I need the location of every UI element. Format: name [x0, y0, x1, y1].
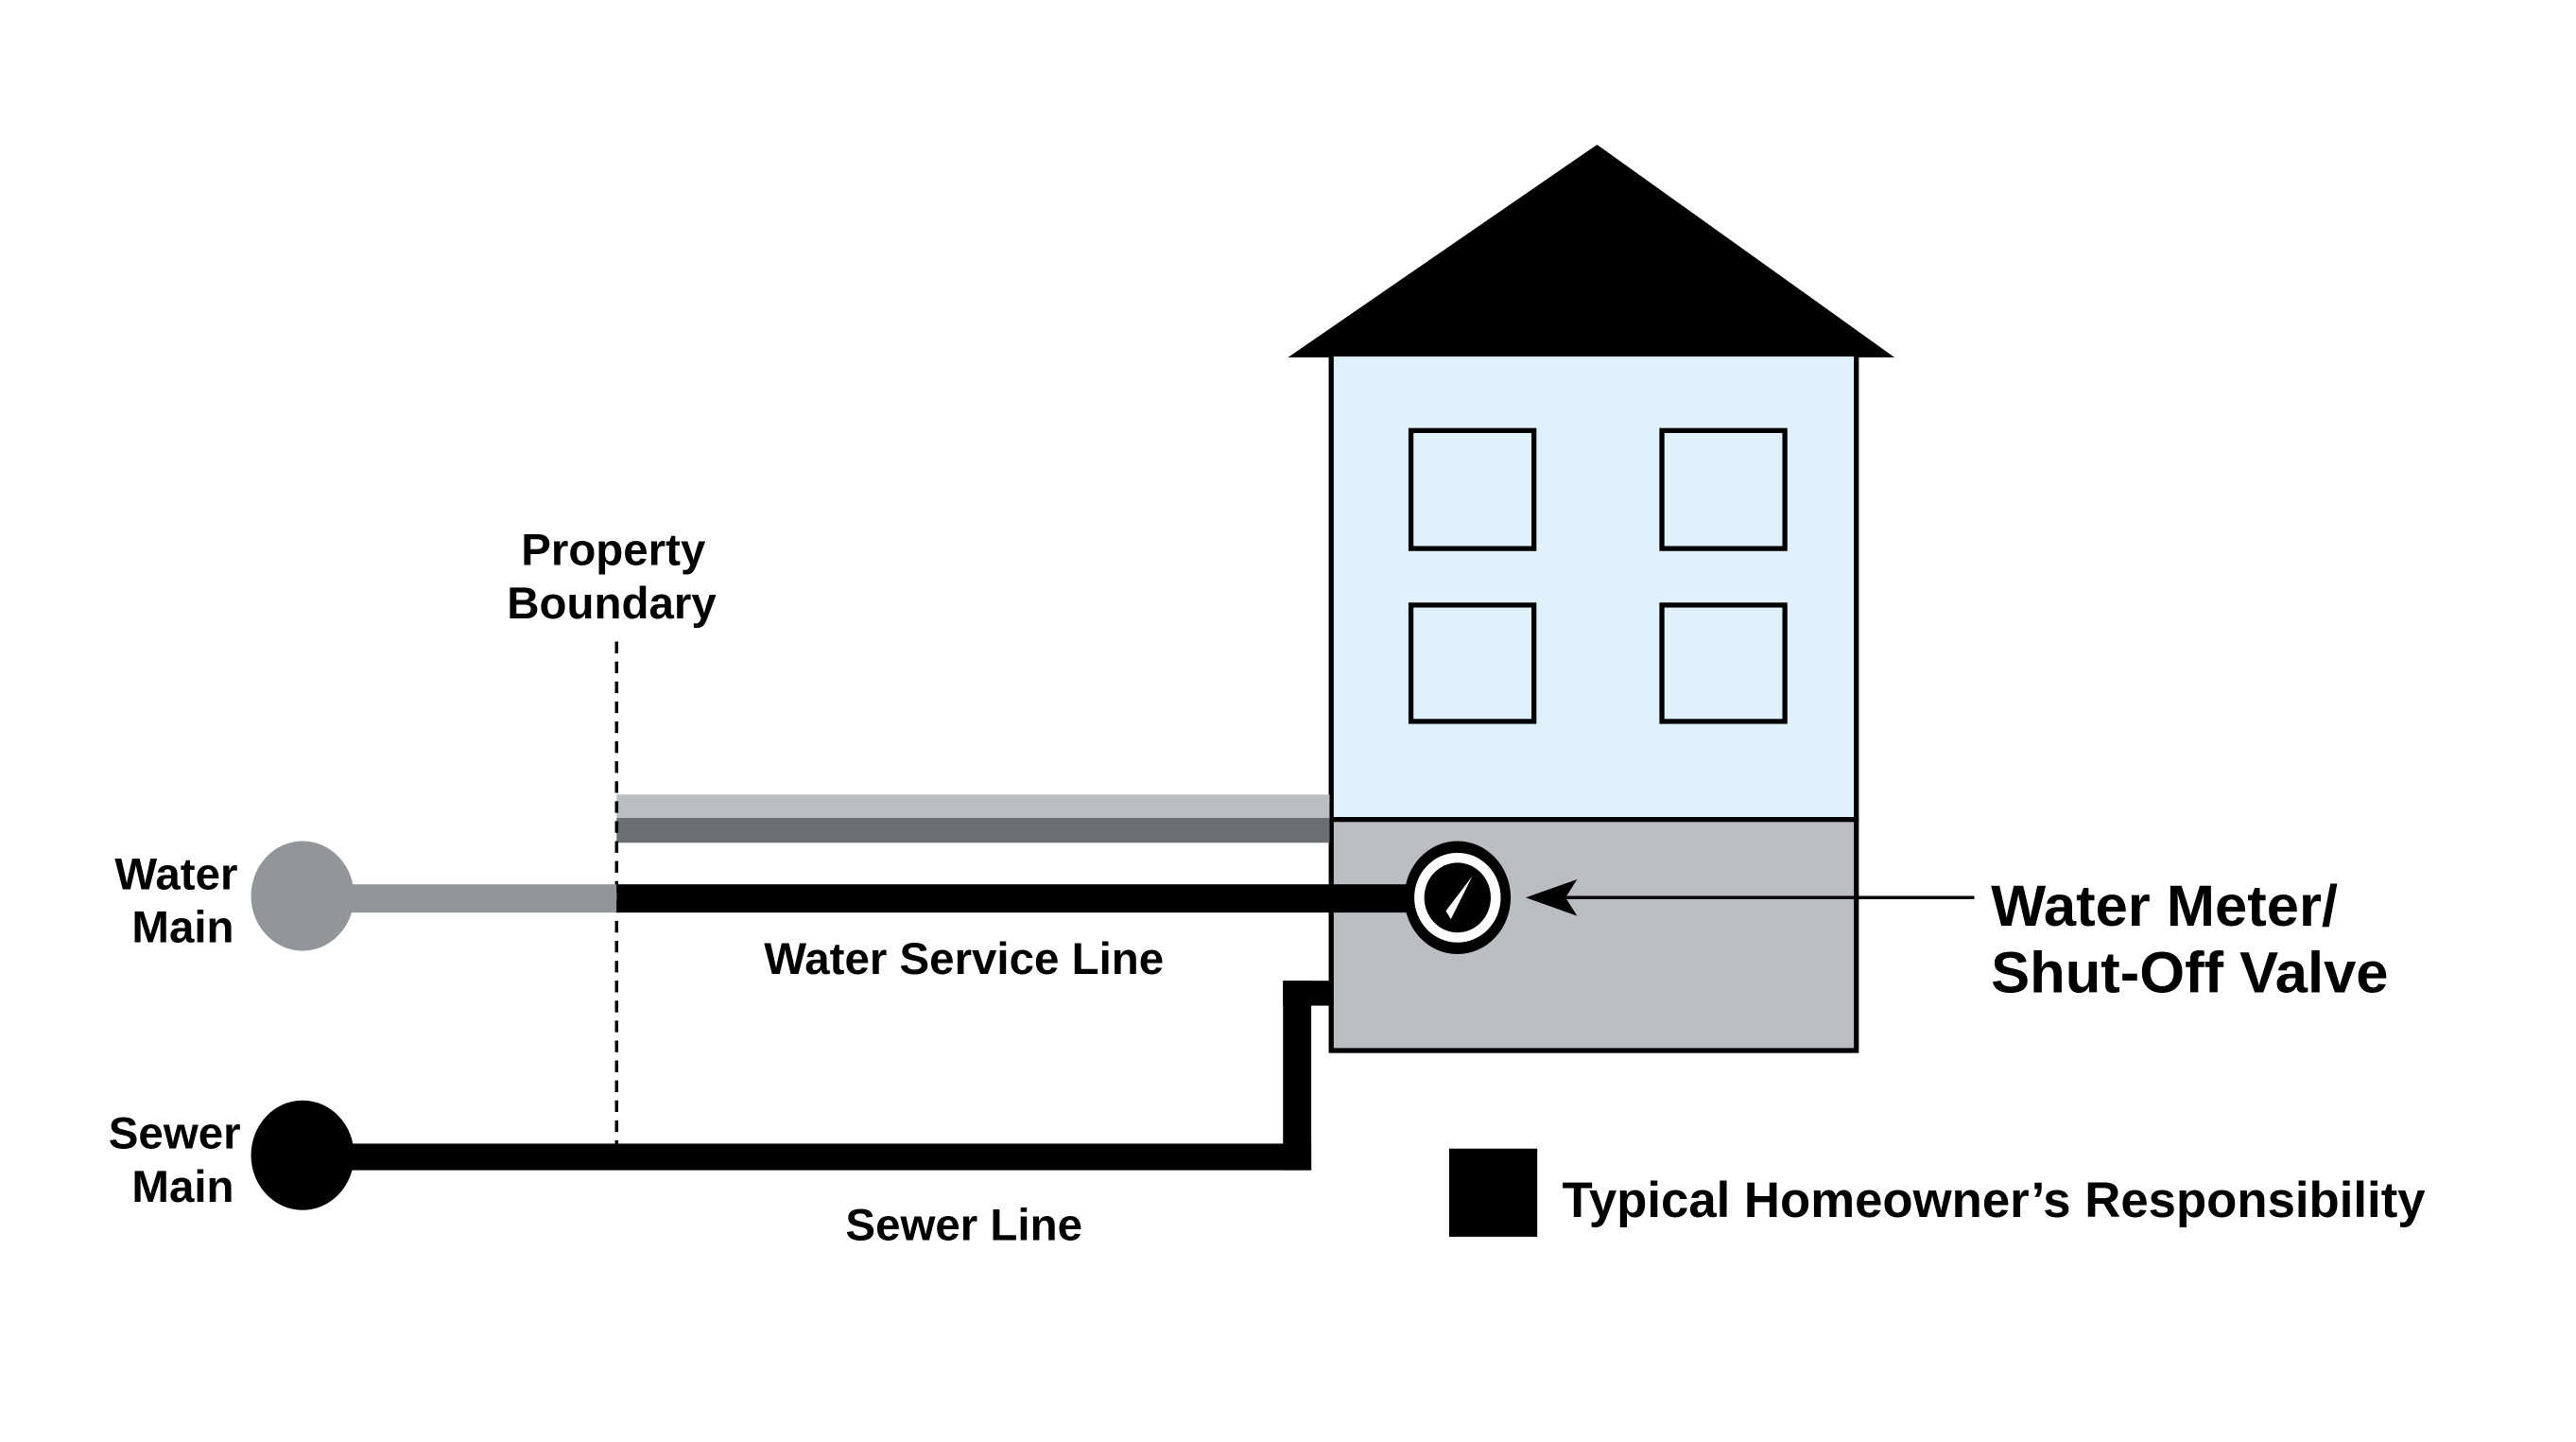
- property-boundary-label: Property: [521, 526, 706, 576]
- water-main-label: Main: [131, 903, 233, 953]
- ground-band-light: [616, 794, 1330, 818]
- legend-swatch: [1449, 1148, 1538, 1237]
- water-meter-label: Water Meter/: [1991, 874, 2338, 939]
- water-meter-label: Shut-Off Valve: [1991, 940, 2388, 1005]
- property-boundary-label: Boundary: [507, 579, 717, 629]
- water-service-line-pipe: [616, 884, 1415, 913]
- sewer-line-label: Sewer Line: [845, 1200, 1082, 1250]
- ground-band-dark: [616, 817, 1330, 843]
- sewer-line-pipe: [340, 1143, 1312, 1171]
- sewer-main-label: Sewer: [109, 1109, 241, 1159]
- sewer-main-label: Main: [131, 1162, 233, 1212]
- sewer-line-stub: [1283, 981, 1332, 1006]
- house-window: [1408, 427, 1537, 551]
- house-roof: [1288, 144, 1895, 357]
- sewer-line-riser: [1283, 981, 1312, 1171]
- water-main-pipe: [340, 884, 617, 913]
- water-main-icon: [251, 841, 354, 951]
- sewer-main-icon: [251, 1100, 354, 1210]
- water-meter-icon: [1404, 841, 1512, 955]
- house-window: [1408, 602, 1537, 724]
- house-wall: [1328, 351, 1859, 823]
- arrowhead-icon: [1525, 878, 1578, 916]
- house-window: [1659, 602, 1788, 724]
- house-window: [1659, 427, 1788, 551]
- basement: [1328, 817, 1859, 1053]
- water-service-line-label: Water Service Line: [764, 934, 1164, 984]
- legend-label: Typical Homeowner’s Responsibility: [1563, 1173, 2427, 1228]
- water-main-label: Water: [114, 849, 237, 899]
